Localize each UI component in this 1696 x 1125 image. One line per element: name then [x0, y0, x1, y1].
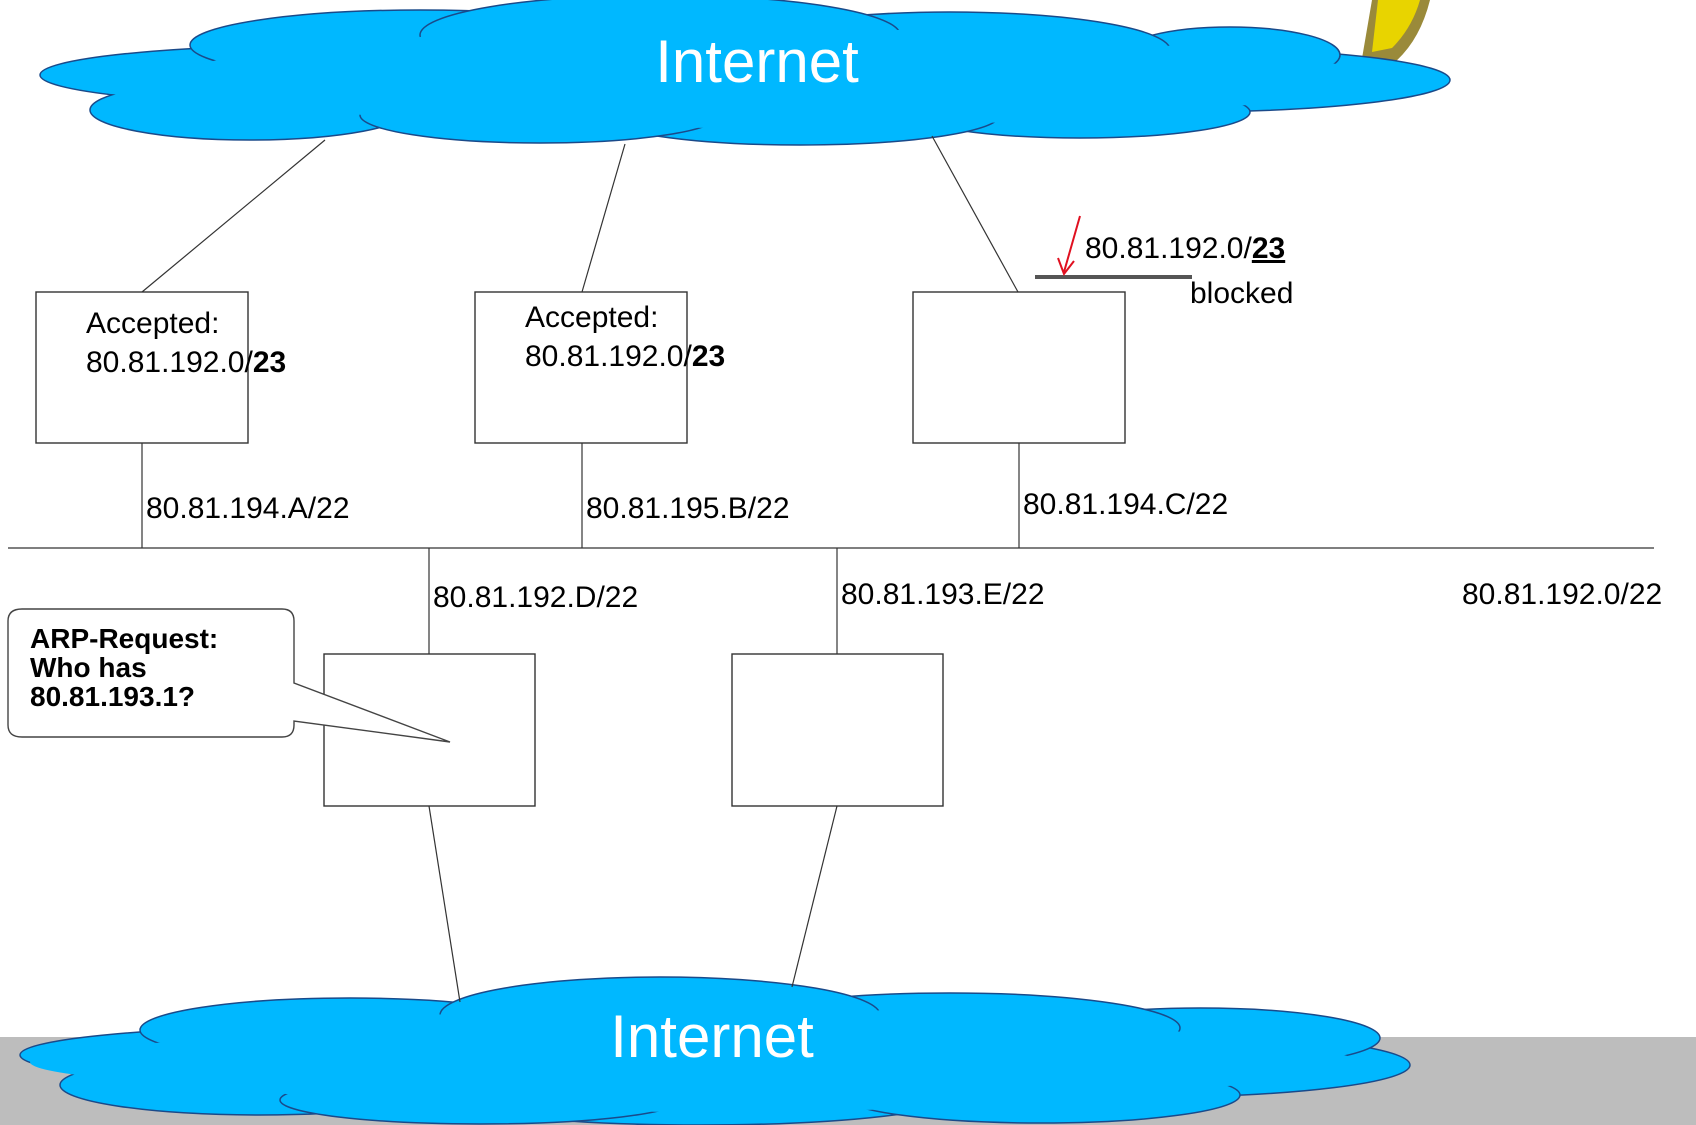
arp-line-3: 80.81.193.1?	[30, 681, 195, 712]
gold-decoration	[1360, 0, 1430, 70]
router-e-iface: 80.81.193.E/22	[841, 578, 1045, 611]
link-c-internet	[931, 135, 1019, 293]
link-b-internet	[581, 143, 626, 293]
red-arrow-head-icon	[1057, 257, 1075, 277]
router-c-blocked-label: blocked	[1190, 277, 1293, 310]
router-c-blocked-prefix: 80.81.192.0/23	[1085, 232, 1285, 265]
arp-request-callout: ARP-Request: Who has 80.81.193.1?	[7, 608, 451, 743]
router-a-iface: 80.81.194.A/22	[146, 492, 350, 525]
router-a-prefix: 80.81.192.0/23	[86, 346, 286, 379]
router-c-box	[912, 291, 1126, 444]
arp-line-1: ARP-Request:	[30, 623, 218, 654]
red-arrow-icon	[1063, 215, 1081, 273]
top-internet-cloud: Internet	[39, 0, 1451, 146]
link-a-internet	[141, 139, 326, 293]
bottom-cloud-label: Internet	[610, 1003, 814, 1070]
router-b-prefix: 80.81.192.0/23	[525, 340, 725, 373]
lan-subnet: 80.81.192.0/22	[1462, 578, 1662, 611]
arp-line-2: Who has	[30, 652, 147, 683]
top-cloud-label: Internet	[655, 28, 859, 95]
bottom-internet-cloud: Internet	[19, 976, 1411, 1125]
router-b-box	[474, 291, 688, 444]
router-c-iface: 80.81.194.C/22	[1023, 488, 1228, 521]
router-d-iface: 80.81.192.D/22	[433, 581, 638, 614]
router-a-accepted-label: Accepted:	[86, 307, 219, 340]
link-e-internet	[791, 805, 838, 988]
links	[8, 135, 1654, 1003]
link-d-internet	[428, 805, 461, 1003]
router-b-iface: 80.81.195.B/22	[586, 492, 790, 525]
router-e-box	[731, 653, 944, 807]
router-a-box	[35, 291, 249, 444]
router-c-blocked-annotation: 80.81.192.0/23 blocked	[1035, 215, 1293, 310]
router-b-accepted-label: Accepted:	[525, 301, 658, 334]
